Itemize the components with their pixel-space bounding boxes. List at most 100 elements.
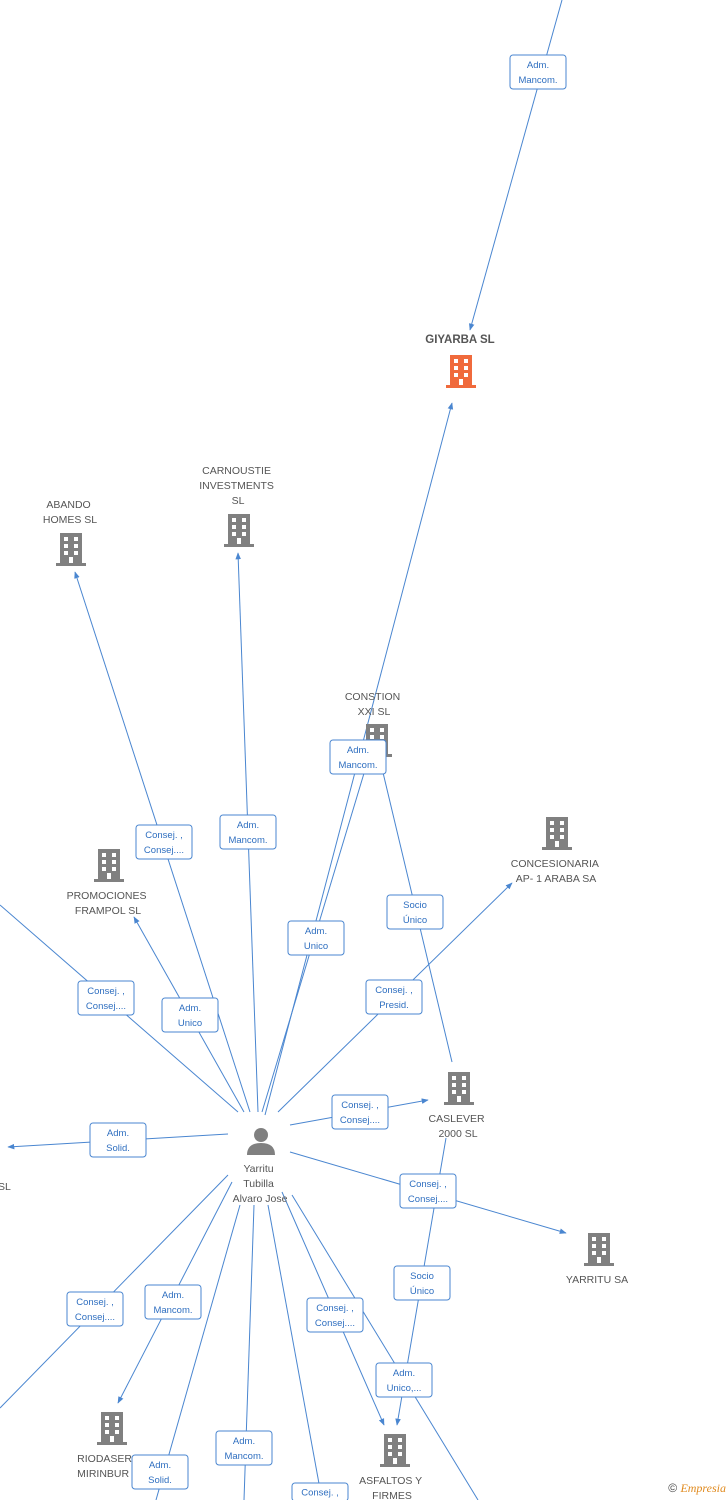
edge-label-text: Unico [304, 941, 328, 952]
building-icon [584, 1233, 614, 1266]
edge-label-text: Adm. [162, 1290, 184, 1301]
edge-label-text: Único [403, 915, 427, 926]
copyright-notice: © Empresia [668, 1481, 726, 1496]
company-node-abando[interactable]: ABANDO HOMES SL [43, 499, 97, 566]
edge-label: Adm. Solid. [131, 1454, 189, 1490]
edge-label-text: Consej.... [144, 845, 184, 856]
edge-label: Consej. , Consej.... [306, 1297, 364, 1333]
building-icon [224, 514, 254, 547]
company-node-promociones[interactable]: PROMOCIONES FRAMPOL SL [67, 849, 150, 917]
edge-labels-layer: Adm. Mancom. Consej. , Consej.... Adm. Mancom… [66, 54, 567, 1500]
company-node-asfaltos[interactable]: ASFALTOS Y FIRMES [359, 1434, 425, 1500]
edge-label-text: Consej. , [87, 986, 125, 997]
edge-label: Adm. Unico [287, 920, 345, 956]
node-label: ABANDO HOMES SL [43, 499, 97, 526]
edge-label-text: Adm. [237, 820, 259, 831]
edge-label-text: Mancom. [224, 1451, 263, 1462]
edge-label: Consej. , [291, 1482, 349, 1500]
edge-label: Consej. , Consej.... [135, 824, 193, 860]
edge-label-text: Mancom. [518, 75, 557, 86]
edge-label-text: Adm. [347, 745, 369, 756]
company-node-left-sl[interactable]: SL [0, 1181, 11, 1193]
building-icon [446, 355, 476, 388]
node-label: RIODASER & MIRINBUR SL [77, 1453, 145, 1480]
node-label: YARRITU SA [566, 1274, 628, 1286]
building-icon [56, 533, 86, 566]
company-node-constion[interactable]: CONSTION XXI SL [345, 691, 403, 757]
edge-label: Consej. , Consej.... [66, 1291, 124, 1327]
edge-label: Consej. , Consej.... [331, 1094, 389, 1130]
nodes-layer: GIYARBA SL ABANDO HOMES SL CARNOUSTIE IN… [0, 334, 628, 1500]
edge-label-text: Mancom. [153, 1305, 192, 1316]
edge-label-text: Consej.... [340, 1115, 380, 1126]
building-icon [94, 849, 124, 882]
person-icon [247, 1128, 275, 1155]
edge-label-text: Consej. , [76, 1297, 114, 1308]
edge-label-text: Consej. , [409, 1179, 447, 1190]
company-node-yarritu-sa[interactable]: YARRITU SA [566, 1233, 628, 1286]
edge-label: Adm. Unico [161, 997, 219, 1033]
edge-label-text: Unico [178, 1018, 202, 1029]
edge-label-text: Socio [410, 1271, 434, 1282]
company-node-concesionaria[interactable]: CONCESIONARIA AP- 1 ARABA SA [511, 817, 601, 885]
copyright-icon: © [668, 1481, 678, 1495]
edge-label: Consej. , Consej.... [77, 980, 135, 1016]
company-node-caslever[interactable]: CASLEVER 2000 SL [429, 1072, 488, 1140]
edge-label-text: Presid. [379, 1000, 409, 1011]
edge-label-text: Solid. [106, 1143, 130, 1154]
edge-label-text: Consej. , [316, 1303, 354, 1314]
edge-label: Adm. Mancom. [144, 1284, 202, 1320]
node-label: PROMOCIONES FRAMPOL SL [67, 890, 150, 917]
edge-label-text: Adm. [393, 1368, 415, 1379]
edge-label-text: Consej. , [301, 1488, 339, 1499]
edge-label-text: Mancom. [228, 835, 267, 846]
edge-label-text: Adm. [233, 1436, 255, 1447]
edge-label: Adm. Mancom. [509, 54, 567, 90]
edge-label-text: Consej. , [145, 830, 183, 841]
edge-label-text: Adm. [149, 1460, 171, 1471]
edge-label-text: Consej.... [315, 1318, 355, 1329]
edge-label-text: Consej. , [375, 985, 413, 996]
edge-person-to-bottom-3 [267, 1204, 323, 1500]
edge-label: Consej. , Presid. [365, 979, 423, 1015]
edge-label-text: Adm. [527, 60, 549, 71]
edge-label: Adm. Solid. [89, 1122, 147, 1158]
edge-label: Adm. Mancom. [215, 1430, 273, 1466]
company-node-riodaser[interactable]: RIODASER & MIRINBUR SL [77, 1412, 145, 1480]
edge-label-text: Consej. , [341, 1100, 379, 1111]
building-icon [380, 1434, 410, 1467]
edge-label-text: Consej.... [408, 1194, 448, 1205]
edge-label: Adm. Mancom. [329, 739, 387, 775]
node-label: CARNOUSTIE INVESTMENTS SL [199, 465, 277, 507]
company-node-giyarba[interactable]: GIYARBA SL [425, 334, 495, 388]
edge-label-text: Adm. [107, 1128, 129, 1139]
edges-layer [0, 0, 567, 1500]
node-label: CASLEVER 2000 SL [429, 1113, 488, 1140]
edge-label-text: Único [410, 1286, 434, 1297]
node-label: Yarritu Tubilla Alvaro Jose [233, 1163, 288, 1205]
node-label: CONSTION XXI SL [345, 691, 403, 718]
building-icon [444, 1072, 474, 1105]
company-node-carnoustie[interactable]: CARNOUSTIE INVESTMENTS SL [199, 465, 277, 547]
edge-label-text: Adm. [305, 926, 327, 937]
edge-label: Adm. Mancom. [219, 814, 277, 850]
node-label: GIYARBA SL [425, 334, 494, 346]
node-label: SL [0, 1181, 11, 1193]
edge-label-text: Consej.... [75, 1312, 115, 1323]
edge-person-to-bottom-1 [155, 1204, 241, 1500]
edge-label-text: Consej.... [86, 1001, 126, 1012]
edge-label-text: Solid. [148, 1475, 172, 1486]
edge-label: Adm. Unico,... [375, 1362, 433, 1398]
person-node-yarritu-tubilla[interactable]: Yarritu Tubilla Alvaro Jose [233, 1128, 288, 1205]
edge-label: Consej. , Consej.... [399, 1173, 457, 1209]
edge-label-text: Adm. [179, 1003, 201, 1014]
edge-label-text: Socio [403, 900, 427, 911]
brand-logo: Empresia [680, 1481, 726, 1495]
edge-external-to-giyarba [468, 0, 563, 331]
edge-label-text: Mancom. [338, 760, 377, 771]
edge-label-text: Unico,... [387, 1383, 422, 1394]
edge-person-to-bottom-right [291, 1194, 479, 1500]
